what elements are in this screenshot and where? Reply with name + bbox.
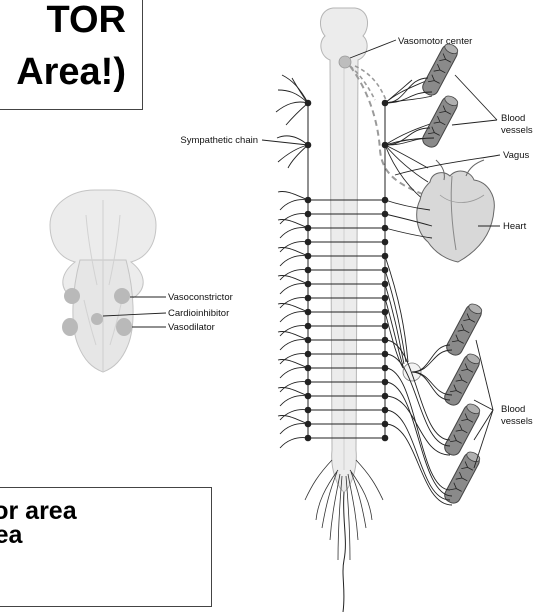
spinal-nerve-left xyxy=(278,275,308,284)
spinal-nerve-left xyxy=(278,219,308,228)
cardioinhibitor-label: Cardioinhibitor xyxy=(168,308,229,319)
spinal-nerve-left xyxy=(280,396,308,406)
blood-vessel xyxy=(420,94,460,150)
vasomotor-center-label: Vasomotor center xyxy=(398,36,472,47)
spinal-cord xyxy=(305,8,383,612)
vasoconstrictor-area-right xyxy=(114,288,130,304)
postganglionic-nerve xyxy=(385,382,452,496)
vasodilator-area-right xyxy=(116,318,132,336)
postganglionic-nerve xyxy=(385,410,450,500)
blood-vessel xyxy=(442,352,482,408)
spinal-nerve-left xyxy=(278,331,308,340)
spinal-nerve-left xyxy=(280,424,308,434)
spinal-nerve-left xyxy=(280,228,308,238)
blood-vessel xyxy=(442,450,482,506)
vagus-label: Vagus xyxy=(503,150,529,161)
spinal-nerve-left xyxy=(280,312,308,322)
blood-vessels-top-label-line2: vessels xyxy=(501,125,533,136)
spinal-nerve-left xyxy=(278,415,308,424)
blood-vessel xyxy=(420,42,460,98)
spinal-nerve-left xyxy=(280,438,308,448)
ganglion-left xyxy=(305,100,312,107)
ganglion-left xyxy=(305,142,312,149)
cardioinhibitor-area xyxy=(91,313,103,325)
upper-fan-left xyxy=(276,75,308,168)
legend-line-2: area xyxy=(0,522,22,548)
vasomotor-center-node xyxy=(339,56,351,68)
heart xyxy=(417,160,495,262)
splanchnic-nerves xyxy=(385,256,408,368)
spinal-nerve-left xyxy=(278,359,308,368)
spinal-nerve-left xyxy=(278,387,308,396)
brainstem xyxy=(50,190,156,372)
spinal-nerve-left xyxy=(278,191,308,200)
vasoconstrictor-label: Vasoconstrictor xyxy=(168,292,233,303)
spinal-nerve-left xyxy=(280,340,308,350)
vasodilator-label: Vasodilator xyxy=(168,322,215,333)
spinal-nerve-left xyxy=(278,247,308,256)
postganglionic-nerve xyxy=(385,424,452,505)
vasodilator-area-left xyxy=(62,318,78,336)
postganglionic-nerve xyxy=(385,78,428,103)
spinal-nerve-left xyxy=(280,368,308,378)
spinal-nerve-left xyxy=(280,256,308,266)
ganglion-right xyxy=(382,239,389,246)
spinal-nerve-left xyxy=(278,303,308,312)
vasoconstrictor-area-left xyxy=(64,288,80,304)
postganglionic-nerve xyxy=(385,396,450,455)
blood-vessels xyxy=(385,42,484,506)
legend-box: ctor area area a xyxy=(0,487,212,607)
blood-vessels-bottom-label-line1: Blood xyxy=(501,404,525,415)
spinal-nerve-left xyxy=(280,200,308,210)
ganglion-right xyxy=(382,435,389,442)
blood-vessel xyxy=(442,402,482,458)
spinal-nerve-left xyxy=(280,284,308,294)
blood-vessels-top-label-line1: Blood xyxy=(501,113,525,124)
sympathetic-chain-label: Sympathetic chain xyxy=(180,135,258,146)
heart-label: Heart xyxy=(503,221,527,232)
blood-vessels-bottom-label-line2: vessels xyxy=(501,416,533,427)
ganglion-right xyxy=(382,323,389,330)
